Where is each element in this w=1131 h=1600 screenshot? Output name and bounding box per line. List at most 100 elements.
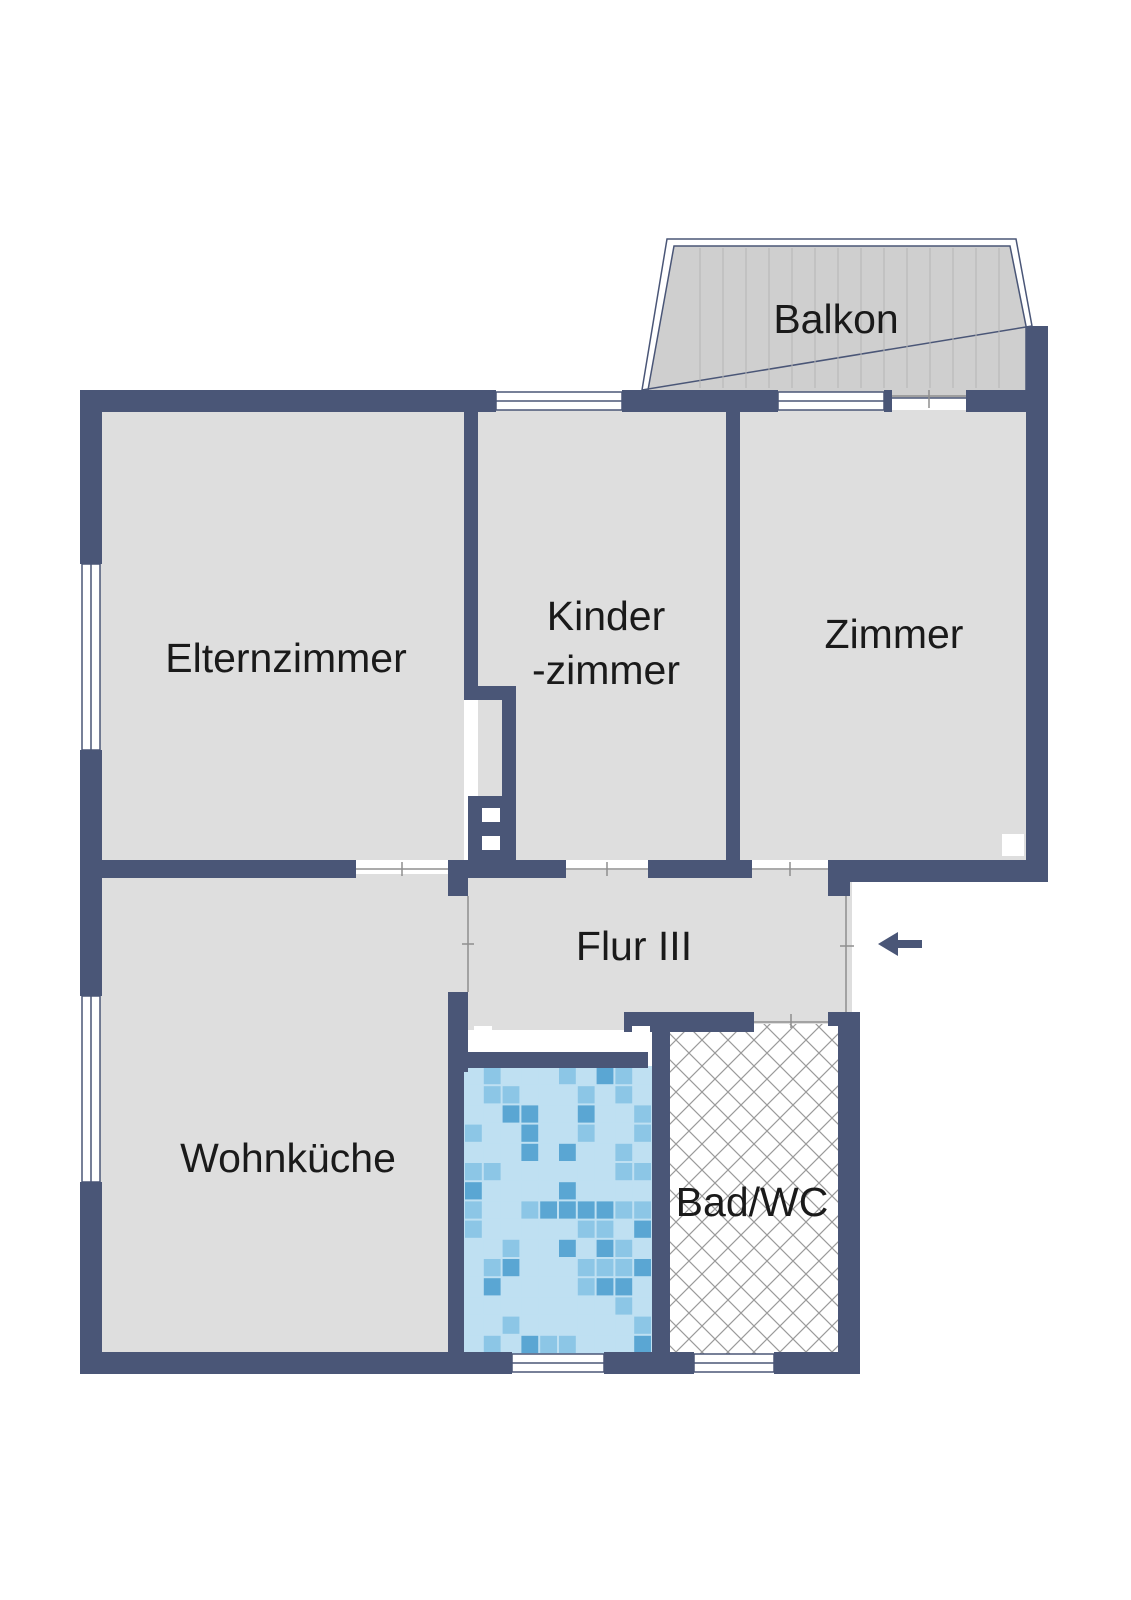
mosaic-tile [559,1086,576,1104]
mosaic-tile [502,1335,520,1353]
balcony-planks [699,248,1000,388]
wall-eltern-kinder-upper [464,410,478,690]
mosaic-tile [577,1316,595,1334]
mosaic-tile [634,1297,651,1315]
wall-top-mid [622,390,778,412]
mosaic-tile [521,1143,539,1161]
mosaic-tile [634,1201,651,1219]
mosaic-tile [502,1259,520,1277]
mosaic-tile [559,1316,576,1334]
room-label-balkon: Balkon [773,296,898,342]
balcony-railing [641,238,1033,391]
wall-mid-1 [80,860,356,878]
wall-mid-3 [648,860,752,878]
elternzimmer-floor [98,410,464,860]
shaft-square-icon [482,808,500,822]
mosaic-tile [540,1067,557,1085]
shaft-icons [474,808,1024,1044]
wall-mid-flur-post [448,860,468,896]
mosaic-tile [596,1297,614,1315]
mosaic-tile [483,1259,501,1277]
mosaic-tile [596,1278,614,1296]
mosaic-tile [577,1086,595,1104]
wall-shaft-block [468,796,514,860]
wall-flur-bottom-1 [448,1052,648,1068]
mosaic-tile [596,1067,614,1085]
wall-kitchen-bad [652,1012,670,1374]
room-label-wohnkueche: Wohnküche [180,1135,396,1181]
mosaic-tile [465,1278,482,1296]
mosaic-tile [559,1163,576,1181]
mosaic-tile [634,1124,651,1142]
mosaic-tile [540,1201,557,1219]
door-openings [356,390,966,1028]
mosaic-tile [465,1239,482,1257]
mosaic-tile [596,1143,614,1161]
mosaic-tile [502,1067,520,1085]
mosaic-tile [577,1220,595,1238]
mosaic-tile [634,1163,651,1181]
mosaic-tile [596,1105,614,1123]
mosaic-tile [521,1239,539,1257]
mosaic-tile [483,1124,501,1142]
mosaic-tile [483,1086,501,1104]
mosaic-tile [502,1143,520,1161]
mosaic-tile [577,1105,595,1123]
mosaic-tile [634,1105,651,1123]
mosaic-tile [521,1278,539,1296]
mosaic-tile [634,1182,651,1200]
flur-floor [464,870,852,1030]
mosaic-tile [615,1259,633,1277]
mosaic-tile [615,1297,633,1315]
mosaic-tile [596,1239,614,1257]
mosaic-tile [483,1182,501,1200]
mosaic-tile [540,1105,557,1123]
mosaic-tile [596,1124,614,1142]
shaft-square-icon [632,1026,650,1044]
mosaic-tile [559,1201,576,1219]
mosaic-tile [615,1086,633,1104]
wall-right-upper [1026,326,1048,882]
mosaic-tile [521,1182,539,1200]
mosaic-tile [577,1335,595,1353]
wall-top-right [966,390,1032,412]
wall-left-3 [80,1182,102,1374]
mosaic-tile [577,1239,595,1257]
mosaic-tile [502,1297,520,1315]
mosaic-tile [577,1124,595,1142]
mosaic-tile [596,1163,614,1181]
mosaic-tile [559,1259,576,1277]
mosaic-tile [521,1124,539,1142]
mosaic-tile [502,1124,520,1142]
mosaic-tile [502,1086,520,1104]
mosaic-tile [502,1105,520,1123]
wohnkueche-floor [98,874,464,1354]
mosaic-tile [483,1067,501,1085]
mosaic-tile [540,1163,557,1181]
room-floors [98,410,1030,1354]
mosaic-tile [502,1239,520,1257]
mosaic-tile [596,1201,614,1219]
mosaic-tile [540,1297,557,1315]
mosaic-tile [465,1163,482,1181]
mosaic-tile [465,1086,482,1104]
mosaic-tile [559,1067,576,1085]
mosaic-tile [559,1143,576,1161]
mosaic-tile [465,1067,482,1085]
mosaic-tile [596,1335,614,1353]
mosaic-tile [502,1163,520,1181]
wall-entry-stub2 [828,860,850,896]
mosaic-tile [502,1201,520,1219]
mosaic-tile [483,1143,501,1161]
mosaic-tile [521,1086,539,1104]
mosaic-tile [634,1259,651,1277]
mosaic-tile [634,1335,651,1353]
mosaic-tile [502,1278,520,1296]
mosaic-tile [540,1239,557,1257]
mosaic-tile [465,1124,482,1142]
wall-mid-2 [448,860,566,878]
mosaic-tile [465,1259,482,1277]
mosaic-tile [521,1335,539,1353]
mosaic-tile [559,1297,576,1315]
